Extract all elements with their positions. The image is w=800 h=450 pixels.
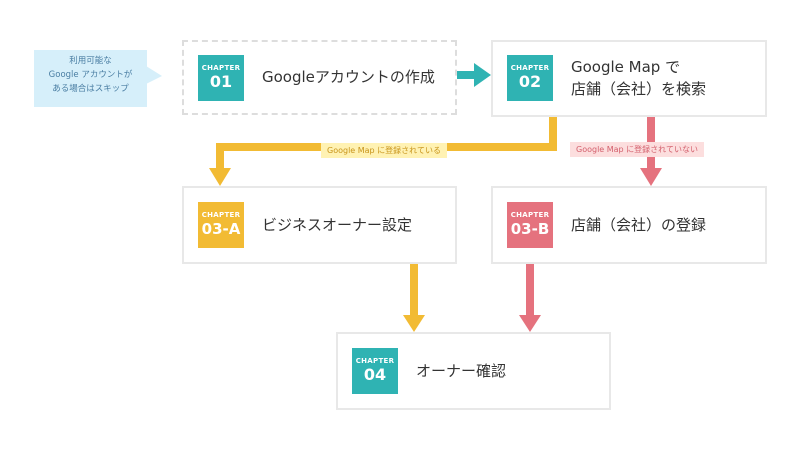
- chapter-number: 03-B: [510, 220, 550, 238]
- chapter-03a-title: ビジネスオーナー設定: [262, 214, 412, 236]
- title-line: 店舗（会社）の登録: [571, 216, 707, 234]
- chapter-03b-badge: CHAPTER 03-B: [507, 202, 553, 248]
- arrow-01-to-02: [455, 63, 491, 87]
- title-line: 店舗（会社）を検索: [571, 80, 707, 98]
- skip-note: 利用可能な Google アカウントが ある場合はスキップ: [34, 50, 147, 107]
- chapter-03a-badge: CHAPTER 03-A: [198, 202, 244, 248]
- chapter-01-badge: CHAPTER 01: [198, 55, 244, 101]
- chapter-04-badge: CHAPTER 04: [352, 348, 398, 394]
- arrow-03b-to-04: [519, 262, 541, 332]
- title-line: Google Map で: [571, 58, 681, 76]
- note-line: 利用可能な: [69, 56, 112, 66]
- branch-tag-not-registered: Google Map に登録されていない: [570, 142, 704, 157]
- chapter-number: 01: [209, 72, 233, 91]
- chapter-label: CHAPTER: [510, 64, 550, 72]
- chapter-number: 04: [363, 365, 387, 384]
- arrow-03a-to-04: [403, 262, 425, 332]
- chapter-03b-title: 店舗（会社）の登録: [571, 214, 706, 236]
- title-line: ビジネスオーナー設定: [262, 216, 413, 234]
- branch-tag-registered: Google Map に登録されている: [321, 143, 447, 158]
- chapter-number: 03-A: [201, 220, 241, 238]
- chapter-number: 02: [518, 72, 542, 91]
- title-line: Googleアカウントの作成: [262, 68, 435, 86]
- chapter-02-badge: CHAPTER 02: [507, 55, 553, 101]
- chapter-03a-card: CHAPTER 03-A ビジネスオーナー設定: [182, 186, 457, 264]
- chapter-02-title: Google Map で 店舗（会社）を検索: [571, 56, 706, 100]
- note-pointer: [146, 66, 162, 84]
- chapter-label: CHAPTER: [510, 211, 550, 219]
- chapter-04-title: オーナー確認: [416, 360, 506, 382]
- chapter-04-card: CHAPTER 04 オーナー確認: [336, 332, 611, 410]
- note-line: ある場合はスキップ: [52, 84, 129, 94]
- chapter-03b-card: CHAPTER 03-B 店舗（会社）の登録: [491, 186, 767, 264]
- chapter-label: CHAPTER: [201, 211, 241, 219]
- note-line: Google アカウントが: [48, 70, 133, 80]
- chapter-label: CHAPTER: [355, 357, 395, 365]
- chapter-02-card: CHAPTER 02 Google Map で 店舗（会社）を検索: [491, 40, 767, 117]
- chapter-01-title: Googleアカウントの作成: [262, 66, 435, 88]
- title-line: オーナー確認: [416, 362, 507, 380]
- chapter-label: CHAPTER: [201, 64, 241, 72]
- chapter-01-card: CHAPTER 01 Googleアカウントの作成: [182, 40, 457, 115]
